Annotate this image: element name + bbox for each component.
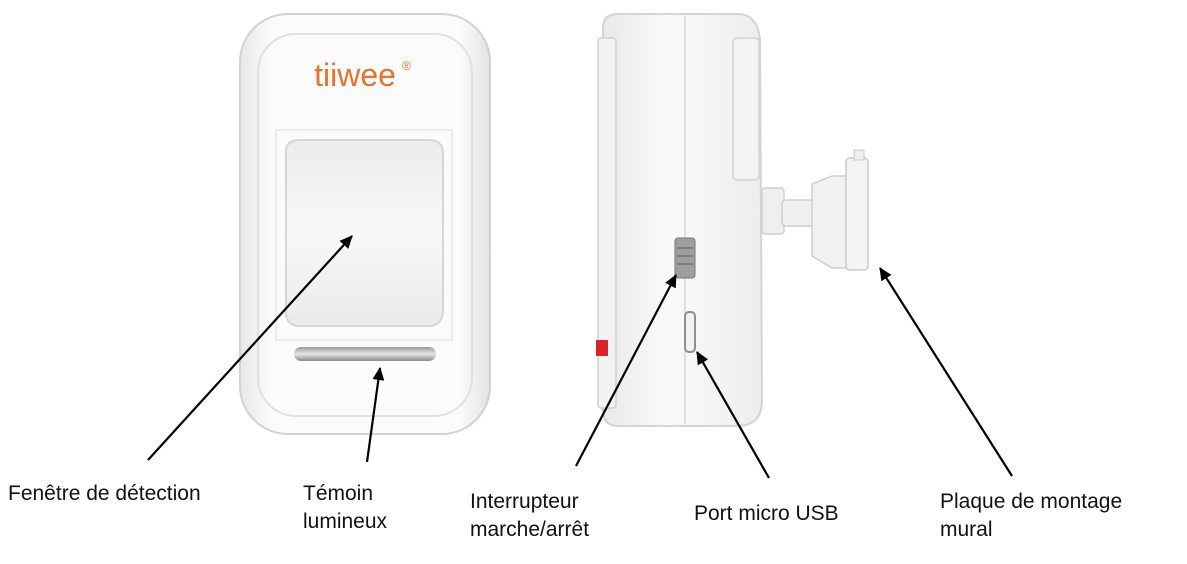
sensor-side-view (596, 13, 869, 427)
arrow-indicator-light (365, 367, 385, 463)
annotation-arrows (147, 235, 1013, 479)
brand-logo: tiiwee (314, 57, 396, 93)
label-mounting-plate: Plaque de montage mural (940, 490, 1123, 541)
label-usb-port: Port micro USB (694, 502, 839, 525)
arrow-usb-port (696, 351, 770, 479)
micro-usb-port (684, 311, 696, 353)
mounting-plate (761, 149, 869, 271)
brand-registered-mark: ® (402, 59, 411, 73)
red-indicator (596, 340, 608, 356)
detection-window (284, 139, 445, 327)
label-indicator-light: Témoin lumineux (303, 482, 388, 533)
arrow-power-switch (575, 274, 677, 467)
label-detection-window: Fenêtre de détection (8, 482, 201, 505)
power-switch (674, 237, 696, 279)
label-power-switch: Interrupteur marche/arrêt (470, 490, 590, 541)
arrow-detection-window (147, 235, 353, 461)
arrow-mounting-plate (879, 267, 1013, 477)
sensor-front-view: tiiwee ® (239, 13, 491, 435)
indicator-light (294, 347, 436, 361)
